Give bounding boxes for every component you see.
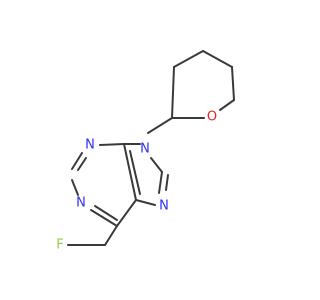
atom-fluorine: F bbox=[56, 238, 63, 253]
atom-o-pyran: O bbox=[207, 110, 217, 125]
atom-n9: N bbox=[140, 142, 150, 157]
bond-c4-c5-double bbox=[129, 150, 141, 195]
bond-o-c5prime bbox=[219, 99, 235, 111]
bond-n9-c8 bbox=[150, 157, 163, 173]
bond-c5-c6 bbox=[116, 199, 137, 227]
fluoromethyl-group bbox=[67, 225, 118, 246]
bond-c3prime-c2prime bbox=[173, 50, 204, 68]
bond-c6-ch2 bbox=[104, 225, 118, 246]
bond-c2-n3 bbox=[71, 152, 83, 170]
imidazole-ring bbox=[123, 143, 169, 206]
bond-c2prime-c1prime bbox=[171, 66, 175, 119]
bond-c5prime-c4prime bbox=[231, 66, 235, 101]
bond-c6-n1 bbox=[90, 209, 118, 227]
pyrimidine-ring bbox=[71, 143, 141, 227]
bond-n3-c4 bbox=[99, 143, 125, 146]
bond-c8-n7-double bbox=[165, 174, 169, 191]
bond-c2-n3-double bbox=[77, 157, 87, 171]
bond-c8-n7 bbox=[158, 171, 163, 194]
bond-n1-c2 bbox=[71, 179, 79, 196]
tetrahydropyran-ring bbox=[147, 50, 235, 134]
bond-n7-c5 bbox=[135, 199, 156, 206]
bond-c6-n1-double bbox=[94, 205, 118, 221]
bond-c4prime-c3prime bbox=[202, 50, 233, 68]
atom-n1: N bbox=[76, 196, 86, 211]
bond-c4-c5 bbox=[123, 143, 137, 201]
atom-labels: N N N N O F bbox=[56, 110, 217, 253]
molecule-structure-diagram: N N N N O F bbox=[56, 50, 235, 253]
atom-n7: N bbox=[159, 199, 169, 214]
atom-n3: N bbox=[85, 138, 95, 153]
bond-n9-c1prime bbox=[147, 117, 173, 134]
